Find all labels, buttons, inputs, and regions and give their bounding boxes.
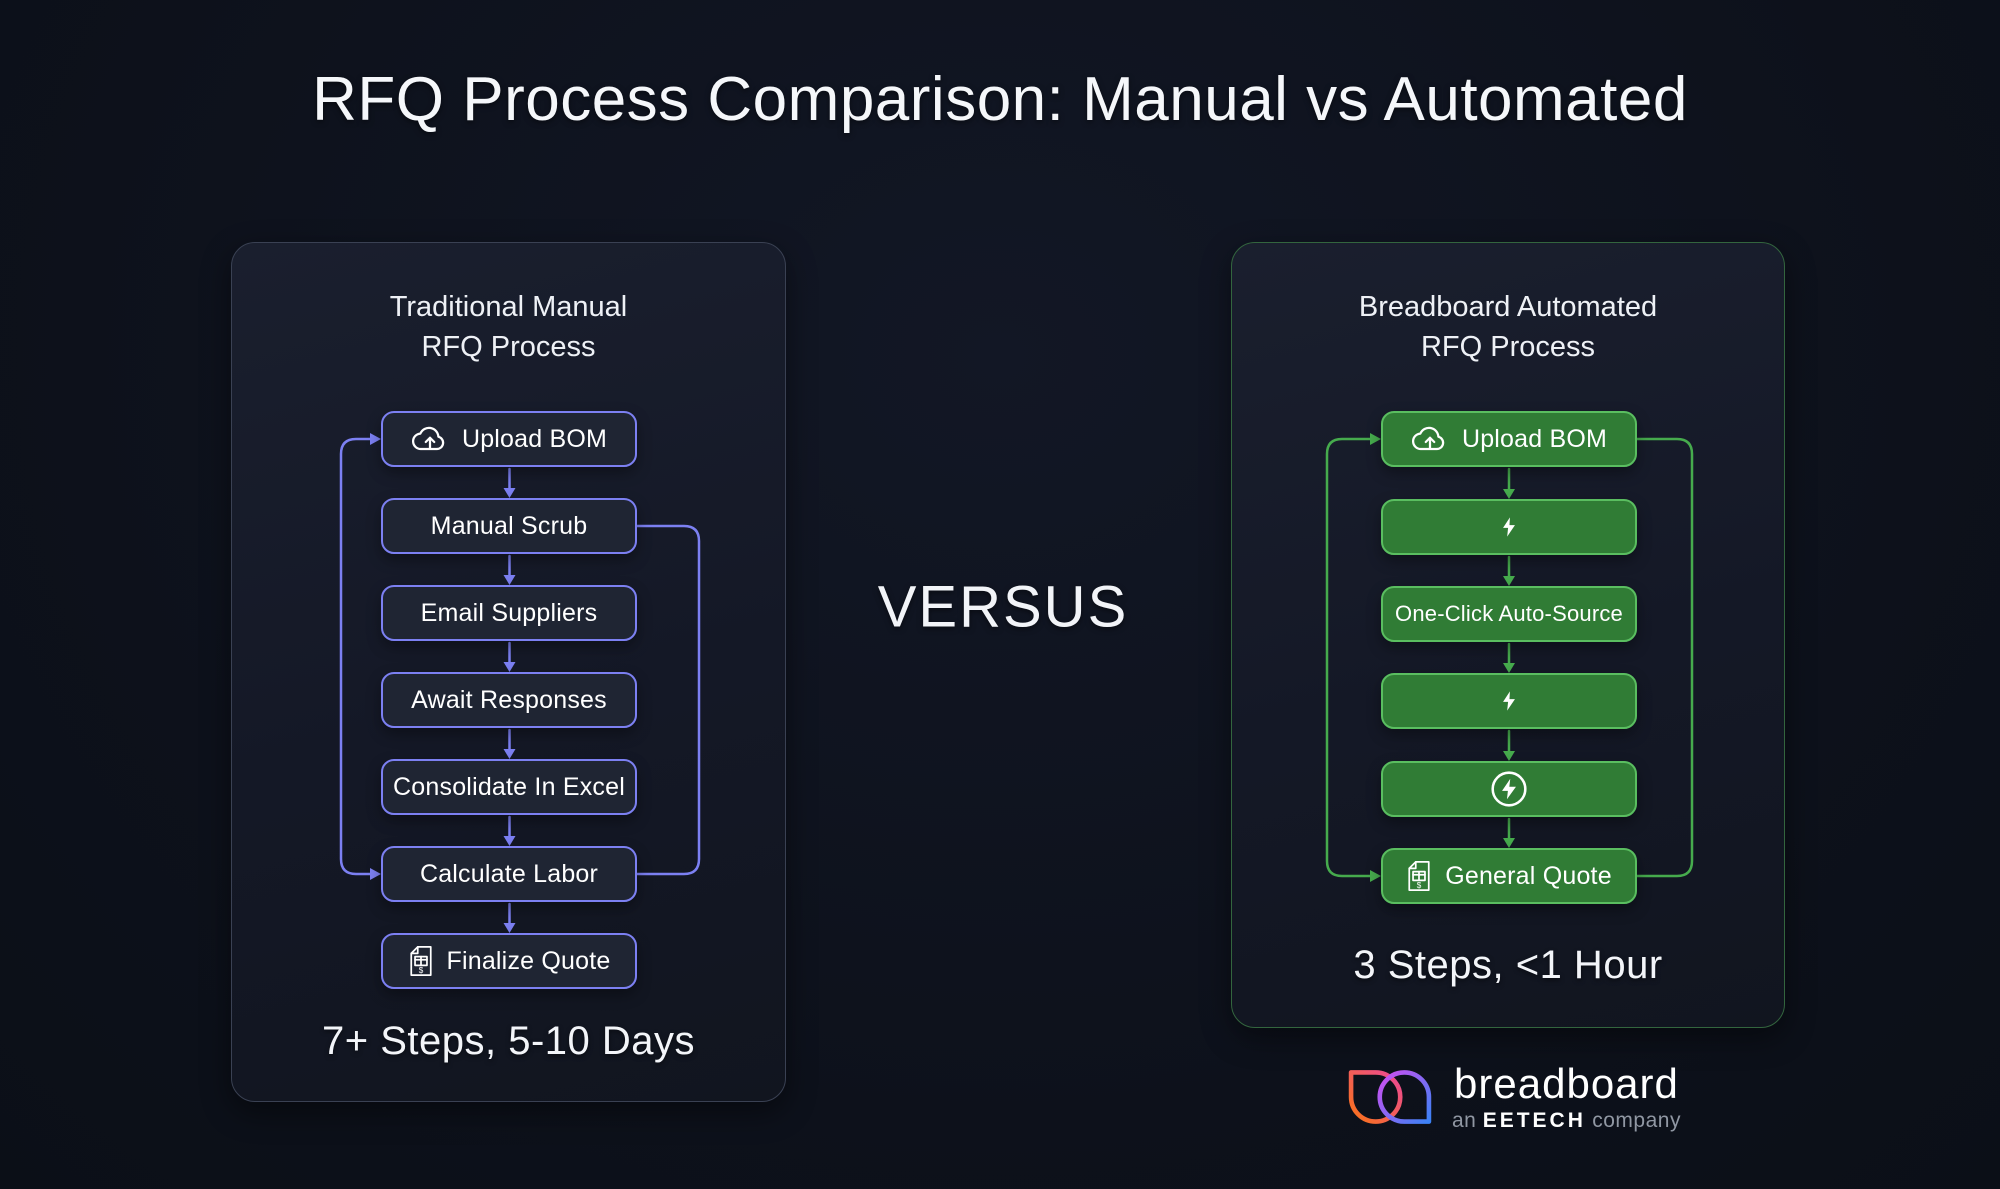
step-label: Await Responses xyxy=(411,685,607,714)
manual-panel-title: Traditional Manual RFQ Process xyxy=(232,287,785,367)
manual-step-manual-scrub: Manual Scrub xyxy=(381,498,637,554)
auto-step-instant-1 xyxy=(1381,499,1637,555)
step-label: General Quote xyxy=(1445,861,1612,890)
step-label: One-Click Auto-Source xyxy=(1395,601,1623,626)
brand-footer: breadboard an EETECH company xyxy=(1348,1060,1681,1134)
step-label: Email Suppliers xyxy=(420,598,598,627)
tagline-suffix: company xyxy=(1592,1109,1681,1132)
cloud-upload-icon xyxy=(411,426,445,451)
invoice-icon: $ xyxy=(409,946,432,976)
automated-summary-caption: 3 Steps, <1 Hour xyxy=(1353,943,1663,987)
auto-step-general-quote: $ General Quote xyxy=(1381,848,1637,904)
step-label: Upload BOM xyxy=(1461,424,1608,453)
manual-flow-connectors xyxy=(339,433,701,933)
step-label: Calculate Labor xyxy=(419,859,599,888)
manual-step-calculate-labor: Calculate Labor xyxy=(381,846,637,902)
tagline-prefix: an xyxy=(1452,1109,1477,1132)
page-title: RFQ Process Comparison: Manual vs Automa… xyxy=(312,65,1688,134)
manual-step-finalize-quote: $ Finalize Quote xyxy=(381,933,637,989)
lightning-circle-icon xyxy=(1491,771,1527,807)
manual-step-consolidate-excel: Consolidate In Excel xyxy=(381,759,637,815)
automated-flow-connectors xyxy=(1325,433,1694,882)
auto-step-instant-3 xyxy=(1381,761,1637,817)
svg-text:$: $ xyxy=(1417,881,1422,890)
automated-panel-title: Breadboard Automated RFQ Process xyxy=(1232,287,1784,367)
automated-process-panel: Breadboard Automated RFQ Process Upload … xyxy=(1231,242,1785,1028)
svg-text:$: $ xyxy=(418,966,423,975)
step-label: Upload BOM xyxy=(461,424,608,453)
brand-name: breadboard xyxy=(1454,1060,1679,1107)
step-label: Manual Scrub xyxy=(430,511,588,540)
cloud-upload-icon xyxy=(1411,426,1445,451)
automated-panel-title-line1: Breadboard Automated xyxy=(1358,291,1658,323)
manual-step-await-responses: Await Responses xyxy=(381,672,637,728)
breadboard-logo-icon xyxy=(1348,1070,1432,1124)
invoice-icon: $ xyxy=(1408,861,1430,891)
manual-summary-caption: 7+ Steps, 5-10 Days xyxy=(321,1019,696,1063)
manual-process-panel: Traditional Manual RFQ Process Upload BO… xyxy=(231,242,786,1102)
manual-step-email-suppliers: Email Suppliers xyxy=(381,585,637,641)
lightning-icon xyxy=(1503,517,1515,537)
step-label: Finalize Quote xyxy=(446,946,611,975)
manual-panel-title-line1: Traditional Manual xyxy=(389,291,628,323)
manual-step-upload-bom: Upload BOM xyxy=(381,411,637,467)
lightning-icon xyxy=(1503,691,1515,711)
automated-panel-title-line2: RFQ Process xyxy=(1420,331,1596,363)
auto-step-instant-2 xyxy=(1381,673,1637,729)
brand-tagline: an EETECH company xyxy=(1452,1109,1681,1133)
versus-label: VERSUS xyxy=(877,574,1129,640)
tagline-eetech: EETECH xyxy=(1482,1109,1586,1132)
auto-step-one-click-auto-source: One-Click Auto-Source xyxy=(1381,586,1637,642)
step-label: Consolidate In Excel xyxy=(393,772,625,801)
manual-panel-title-line2: RFQ Process xyxy=(421,331,596,363)
brand-text: breadboard an EETECH company xyxy=(1452,1061,1681,1133)
auto-step-upload-bom: Upload BOM xyxy=(1381,411,1637,467)
